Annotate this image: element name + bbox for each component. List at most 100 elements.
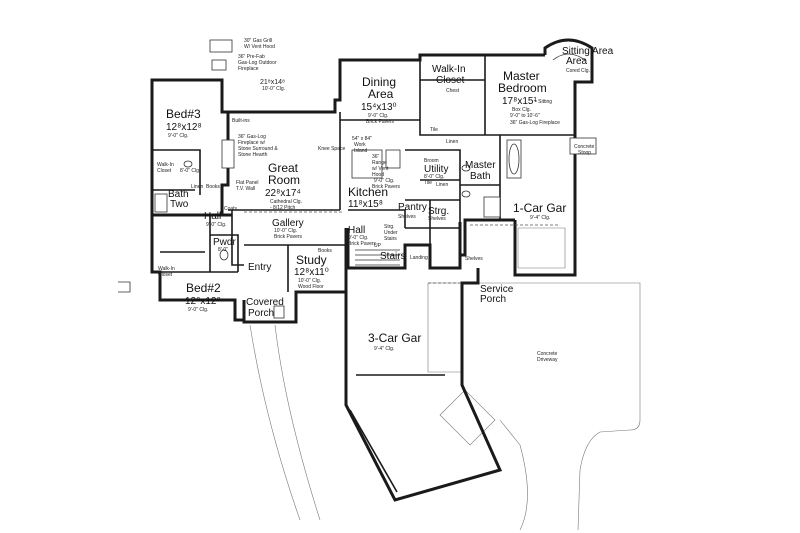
bath-two-clg: 8'-0" Clg. — [180, 168, 200, 174]
entry-label: Entry — [248, 262, 271, 273]
kitchen-range-3: w/ Vent — [372, 166, 389, 172]
great-room-note1: Cathedral Clg. — [270, 199, 302, 205]
three-car-garage-note: 9'-4" Clg. — [374, 346, 394, 352]
storage-label: Strg. — [428, 206, 449, 217]
gallery-label: Gallery — [272, 218, 304, 229]
bed2-walkin-2: Closet — [158, 272, 173, 278]
room-labels: Sitting Area Area Cored Clg. Walk-In Clo… — [157, 38, 614, 363]
bed2-note: 9'-0" Clg. — [188, 307, 208, 313]
study-note2: Wood Floor — [298, 284, 324, 290]
bath-two-label: Bath — [168, 189, 189, 200]
landing-label: Landing — [410, 255, 428, 261]
stairs-up: UP — [374, 243, 382, 249]
tile-label: Tile — [430, 127, 438, 133]
great-room-fp1: 36" Gas-Log — [238, 134, 266, 140]
gallery-note2: Brick Pavers — [274, 234, 303, 240]
study-books: Books — [318, 248, 332, 254]
outdoor-note: 10'-0" Clg. — [262, 86, 285, 92]
utility-linen: Linen — [436, 182, 448, 188]
kitchen-note1: 9'-0" Clg. — [374, 178, 394, 184]
bath-two-walkin-2: Closet — [157, 168, 172, 174]
bed2-label: Bed#2 — [186, 281, 221, 295]
sitting-area-line2: Area — [566, 56, 588, 67]
dining-area-note2: Brick Pavers — [366, 119, 395, 125]
stairs-under-2: Under — [384, 230, 398, 236]
kitchen-hall-note1: 9'-0" Clg. — [348, 235, 368, 241]
kitchen-hall-note2: Brick Pavers — [348, 241, 377, 247]
driveway-line2: Driveway — [537, 357, 558, 363]
utility-tile: Tile — [424, 180, 432, 186]
service-porch-shelves: Shelves — [465, 256, 483, 262]
sitting-area-label: Sitting Area — [562, 46, 614, 57]
hall-left-coats: Coats — [224, 206, 238, 212]
exterior-walls — [150, 38, 594, 502]
concrete-stoop-line2: Stoop — [578, 150, 591, 156]
great-room-dim: 22⁸x17⁴ — [265, 188, 301, 199]
outdoor-fireplace-2: Gas-Log Outdoor — [238, 60, 277, 66]
interior-walls — [152, 55, 575, 292]
dining-area-line2: Area — [368, 87, 394, 101]
fixtures — [118, 39, 597, 319]
master-bath-line2: Bath — [470, 171, 491, 182]
hall-left-linen: Linen — [191, 184, 203, 190]
bath-two-line2: Two — [170, 199, 189, 210]
three-car-garage-label: 3-Car Gar — [368, 331, 421, 345]
kitchen-range-1: 36" — [372, 154, 380, 160]
storage-shelves: Shelves — [428, 216, 446, 222]
great-room-tv1: Flat Panel — [236, 180, 259, 186]
stairs-under-1: Strg. — [384, 224, 395, 230]
walkin-closet-label: Walk-In — [432, 64, 466, 75]
kitchen-hall-label: Hall — [348, 225, 365, 236]
utility-note: 8'-0" Clg. — [424, 174, 444, 180]
one-car-garage-label: 1-Car Gar — [513, 201, 566, 215]
dining-area-note1: 9'-0" Clg. — [368, 113, 388, 119]
walkin-closet-chest: Chest — [446, 88, 460, 94]
outdoor-fireplace-1: 36" Pre-Fab — [238, 54, 265, 60]
pantry-shelves: Shelves — [398, 214, 416, 220]
driveway-label: Concrete — [537, 351, 558, 357]
bed2-dim: 12⁸x12⁸ — [185, 296, 221, 307]
hall-left-books: Books — [206, 184, 220, 190]
study-note1: 10'-0" Clg. — [298, 278, 321, 284]
walkin-closet-line2: Closet — [436, 75, 465, 86]
kitchen-dim: 11⁸x15⁸ — [348, 199, 383, 210]
master-bedroom-line2: Bedroom — [498, 81, 547, 95]
outdoor-grill-label: 30" Gas Grill — [244, 38, 272, 44]
great-room-tv2: T.V. Wall — [236, 186, 255, 192]
sitting-area-note: Cored Clg. — [566, 68, 590, 74]
great-room-fp2: Fireplace w/ — [238, 140, 266, 146]
service-porch-label: Service — [480, 284, 514, 295]
study-dim: 12⁸x11⁰ — [294, 267, 329, 278]
bed2-walkin-1: Walk-In — [158, 266, 175, 272]
master-bedroom-label: Master — [503, 69, 540, 83]
stairs-under-3: Stairs — [384, 236, 397, 242]
one-car-garage-note: 9'-4" Clg. — [530, 215, 550, 221]
great-room-fp3: Stone Surround & — [238, 146, 278, 152]
kitchen-island-2: Work — [354, 142, 366, 148]
master-bedroom-note1: Box Clg. — [512, 107, 531, 113]
dining-area-dim: 15⁴x13⁰ — [361, 102, 397, 113]
great-room-fp4: Stone Hearth — [238, 152, 268, 158]
stairs-label: Stairs — [380, 251, 406, 262]
kitchen-range-2: Range — [372, 160, 387, 166]
master-bedroom-note3: 36" Gas-Log Fireplace — [510, 120, 560, 126]
outdoor-dim: 21⁸x14⁸ — [260, 79, 285, 86]
bed3-dim: 12⁸x12⁸ — [166, 122, 202, 133]
kitchen-note2: Brick Pavers — [372, 184, 401, 190]
covered-porch-label: Covered — [246, 297, 284, 308]
master-bedroom-dim: 17⁸x15¹ — [502, 96, 537, 107]
hall-left-note: 9'-0" Clg. — [206, 222, 226, 228]
master-bedroom-note2: 9'-0" to 10'-6" — [510, 113, 540, 119]
dining-area-label: Dining — [362, 75, 396, 89]
great-room-line2: Room — [268, 173, 300, 187]
kitchen-range-4: Hood — [372, 172, 384, 178]
outdoor-fireplace-3: Fireplace — [238, 66, 259, 72]
bed3-label: Bed#3 — [166, 107, 201, 121]
kitchen-island-1: 54" x 84" — [352, 136, 372, 142]
great-room-label: Great — [268, 161, 299, 175]
kitchen-label: Kitchen — [348, 185, 388, 199]
powder-label: Pwdr — [213, 237, 236, 248]
great-room-knee-space: Knee Space — [318, 146, 345, 152]
hall-left-label: Hall — [204, 211, 221, 222]
